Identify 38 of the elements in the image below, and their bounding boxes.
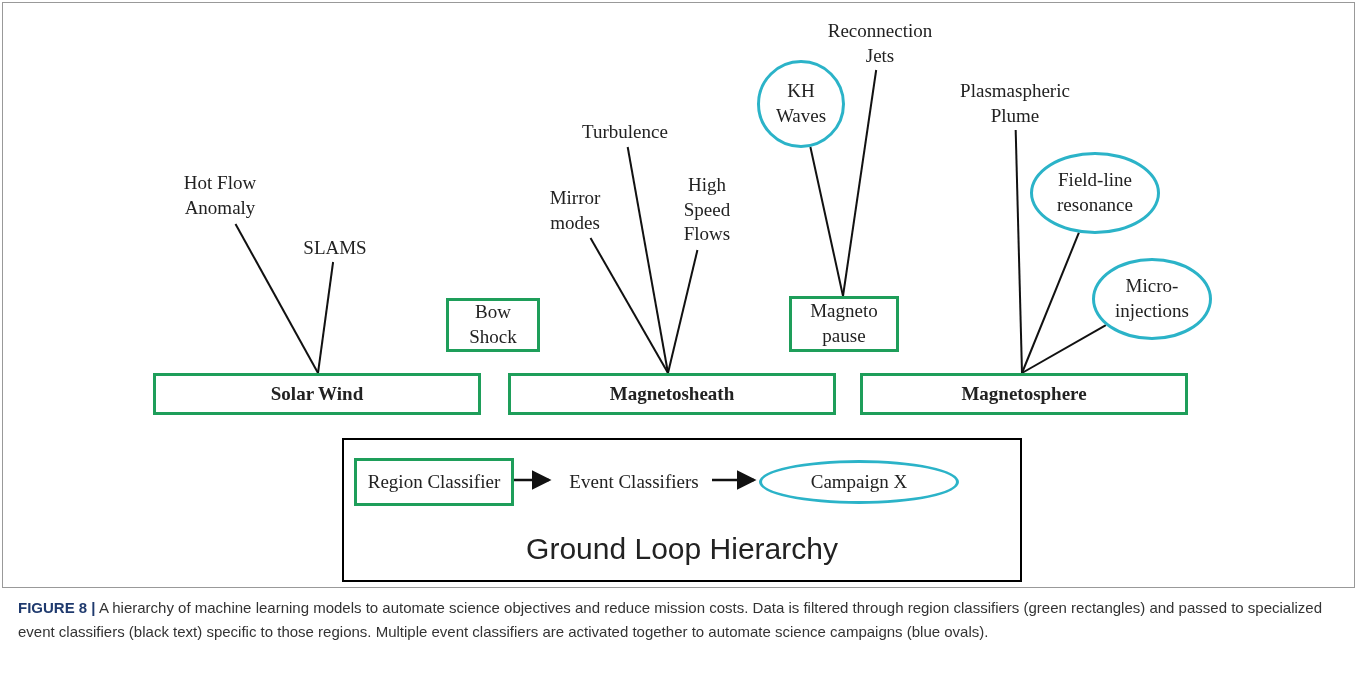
connector-line [317,261,335,374]
node-text: Bow Shock [468,300,518,349]
node-text: High Speed Flows [682,172,732,247]
node-text: Event Classifiers [569,469,699,494]
connector-line [1014,129,1023,374]
node-text: Solar Wind [270,381,364,406]
connector-line [1021,324,1107,374]
region-box [153,373,481,415]
node-text: SLAMS [303,235,367,260]
connector-line [842,69,878,297]
connector-line [626,146,669,374]
figure-caption: FIGURE 8 | A hierarchy of machine learning models to automate science objectives and reduce mission costs. Data is filtered through region classifiers (green rectangles) and passed to specialized event classifiers (black text) specific to those regions. Multiple event classifiers are activated together to automate science campaigns (blue ovals). [18,598,1324,642]
node-text: Field-line resonance [1056,168,1134,217]
region-box [354,458,514,506]
arrow [512,470,552,490]
connector-line [234,223,319,374]
node-text: Plasmaspheric Plume [959,79,1071,128]
node-text: Hot Flow Anomaly [182,171,258,220]
region-box [789,296,899,352]
panel-title: Ground Loop Hierarchy [526,531,838,567]
node-text: Micro-injections [1114,274,1190,323]
hierarchy-panel [342,438,1022,582]
node-text: Campaign X [810,469,908,494]
connector-line [809,146,844,297]
connector-line [589,237,669,374]
region-box [860,373,1188,415]
node-text: Region Classifier [367,469,501,494]
arrow [712,470,757,490]
region-box [446,298,540,352]
connector-line [667,249,699,374]
node-text: Magneto pause [809,299,879,348]
node-text: KH Waves [774,79,828,128]
node-text: Magnetosheath [609,381,735,406]
node-text: Magnetosphere [961,381,1087,406]
node-text: Reconnection Jets [826,19,934,68]
node-text: Turbulence [582,119,668,144]
region-box [508,373,836,415]
node-text: Mirror modes [548,186,602,235]
